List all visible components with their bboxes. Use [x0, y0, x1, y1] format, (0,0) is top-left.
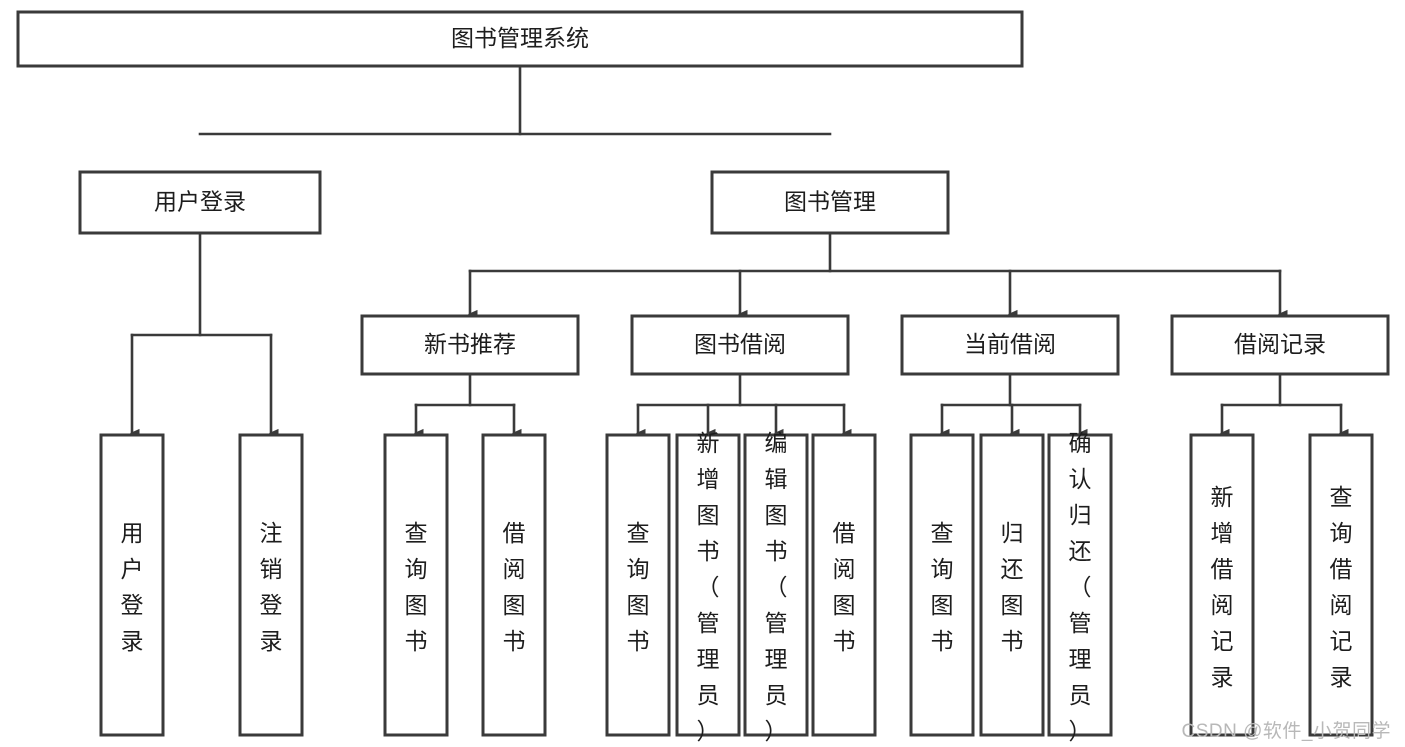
node-leaf-add-record[interactable]: 新增借阅记录 [1189, 433, 1255, 737]
node-leaf-query-book-1[interactable]: 查询图书 [383, 433, 449, 737]
node-label-leaf-query-book-1: 查询图书 [405, 520, 428, 654]
connector-bus-borrow-record [1220, 372, 1343, 407]
node-box-user-login[interactable] [78, 170, 322, 235]
node-label-leaf-edit-book: 编辑图书（管理员） [765, 430, 788, 744]
connector-bus-book-manage [468, 231, 1282, 273]
node-leaf-borrow-book-2[interactable]: 借阅图书 [811, 433, 877, 737]
node-leaf-add-book[interactable]: 新增图书（管理员） [675, 430, 741, 744]
node-label-leaf-query-record: 查询借阅记录 [1330, 484, 1353, 690]
node-new-book-rec[interactable]: 新书推荐 [360, 314, 580, 376]
node-leaf-user-login[interactable]: 用户登录 [99, 433, 165, 737]
node-box-borrow-record[interactable] [1170, 314, 1390, 376]
node-label-leaf-query-book-3: 查询图书 [931, 520, 954, 654]
connector-bus-current-borrow [940, 372, 1082, 407]
node-box-root[interactable] [16, 10, 1024, 68]
node-label-leaf-add-record: 新增借阅记录 [1211, 484, 1234, 690]
node-layer: 图书管理系统用户登录图书管理新书推荐图书借阅当前借阅借阅记录用户登录注销登录查询… [16, 10, 1390, 744]
connector-layer [129, 64, 1349, 438]
node-leaf-edit-book[interactable]: 编辑图书（管理员） [743, 430, 809, 744]
node-box-leaf-edit-book[interactable] [743, 433, 809, 737]
node-box-current-borrow[interactable] [900, 314, 1120, 376]
node-label-leaf-return-book: 归还图书 [1001, 520, 1024, 654]
node-box-leaf-borrow-book-2[interactable] [811, 433, 877, 737]
node-label-book-borrow: 图书借阅 [694, 331, 786, 357]
node-label-leaf-confirm-return: 确认归还（管理员） [1069, 430, 1092, 744]
node-book-borrow[interactable]: 图书借阅 [630, 314, 850, 376]
node-label-user-login: 用户登录 [154, 189, 246, 215]
node-box-new-book-rec[interactable] [360, 314, 580, 376]
node-box-book-manage[interactable] [710, 170, 950, 235]
node-label-leaf-user-logout: 注销登录 [260, 520, 283, 654]
node-label-leaf-borrow-book-1: 借阅图书 [503, 520, 526, 654]
node-leaf-user-logout[interactable]: 注销登录 [238, 433, 304, 737]
node-label-current-borrow: 当前借阅 [964, 331, 1056, 357]
node-box-book-borrow[interactable] [630, 314, 850, 376]
node-box-leaf-query-book-1[interactable] [383, 433, 449, 737]
node-box-leaf-query-record[interactable] [1308, 433, 1374, 737]
node-label-leaf-add-book: 新增图书（管理员） [697, 430, 720, 744]
node-leaf-query-record[interactable]: 查询借阅记录 [1308, 433, 1374, 737]
node-box-leaf-query-book-2[interactable] [605, 433, 671, 737]
connector-bus-book-borrow [636, 372, 846, 407]
node-user-login[interactable]: 用户登录 [78, 170, 322, 235]
node-box-leaf-user-login[interactable] [99, 433, 165, 737]
node-box-leaf-add-book[interactable] [675, 433, 741, 737]
connector-bus-root [198, 64, 832, 136]
node-root[interactable]: 图书管理系统 [16, 10, 1024, 68]
node-book-manage[interactable]: 图书管理 [710, 170, 950, 235]
node-box-leaf-borrow-book-1[interactable] [481, 433, 547, 737]
node-label-book-manage: 图书管理 [784, 189, 876, 215]
node-leaf-return-book[interactable]: 归还图书 [979, 433, 1045, 737]
node-box-leaf-return-book[interactable] [979, 433, 1045, 737]
node-label-root: 图书管理系统 [451, 25, 589, 51]
node-current-borrow[interactable]: 当前借阅 [900, 314, 1120, 376]
connector-bus-user-login [130, 231, 273, 337]
node-leaf-query-book-3[interactable]: 查询图书 [909, 433, 975, 737]
node-label-new-book-rec: 新书推荐 [424, 331, 516, 357]
node-label-leaf-query-book-2: 查询图书 [627, 520, 650, 654]
node-leaf-borrow-book-1[interactable]: 借阅图书 [481, 433, 547, 737]
node-borrow-record[interactable]: 借阅记录 [1170, 314, 1390, 376]
node-leaf-query-book-2[interactable]: 查询图书 [605, 433, 671, 737]
node-box-leaf-user-logout[interactable] [238, 433, 304, 737]
node-box-leaf-add-record[interactable] [1189, 433, 1255, 737]
node-label-leaf-borrow-book-2: 借阅图书 [833, 520, 856, 654]
node-leaf-confirm-return[interactable]: 确认归还（管理员） [1047, 430, 1113, 744]
node-box-leaf-confirm-return[interactable] [1047, 433, 1113, 737]
node-label-leaf-user-login: 用户登录 [121, 520, 144, 654]
connector-bus-new-book-rec [414, 372, 516, 407]
node-label-borrow-record: 借阅记录 [1234, 331, 1326, 357]
node-box-leaf-query-book-3[interactable] [909, 433, 975, 737]
